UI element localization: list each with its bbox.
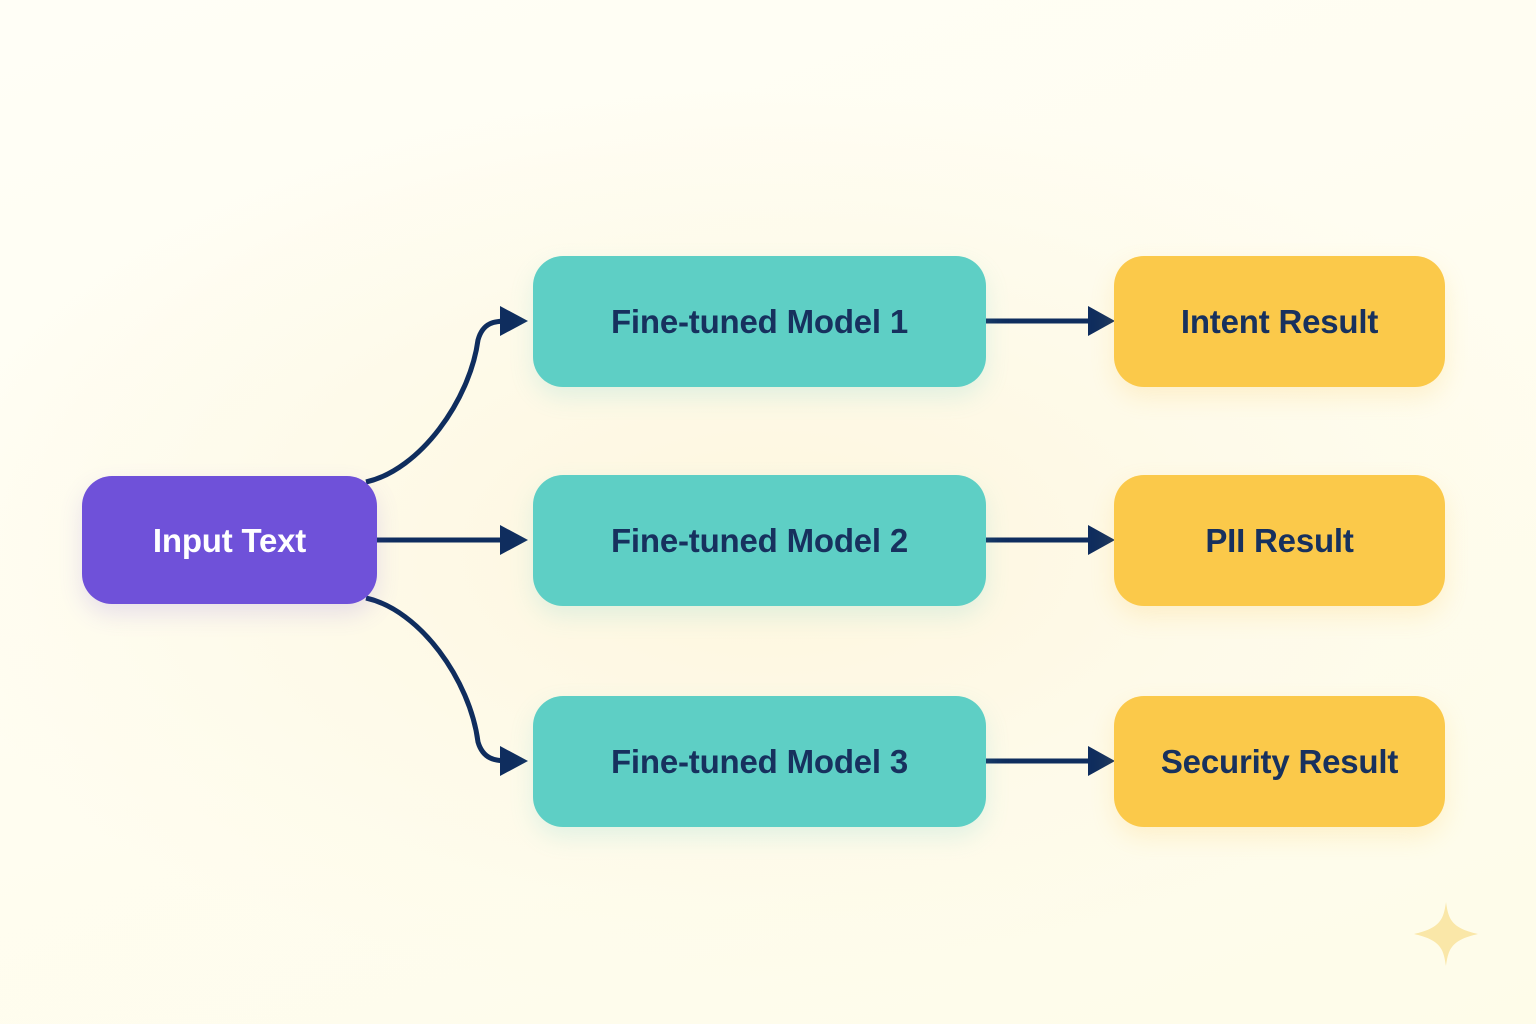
node-fine-tuned-model-2[interactable]: Fine-tuned Model 2	[533, 475, 986, 606]
arrow-head-icon	[500, 525, 528, 555]
edge-input-to-model-1	[365, 306, 528, 485]
edge-input-to-model-3	[365, 595, 528, 776]
arrow-head-icon	[500, 306, 528, 336]
node-fine-tuned-model-3[interactable]: Fine-tuned Model 3	[533, 696, 986, 827]
node-fine-tuned-model-3-label: Fine-tuned Model 3	[610, 743, 909, 780]
node-pii-result-label: PII Result	[1205, 522, 1354, 559]
edge-model-2-to-pii-result	[986, 525, 1115, 555]
edge-model-3-to-security-result	[986, 746, 1115, 776]
node-security-result-label: Security Result	[1160, 743, 1399, 780]
arrow-head-icon	[1088, 525, 1115, 555]
edge-model-1-to-intent-result	[986, 306, 1115, 336]
node-intent-result-label: Intent Result	[1180, 303, 1379, 340]
arrow-head-icon	[500, 746, 528, 776]
node-security-result[interactable]: Security Result	[1114, 696, 1445, 827]
node-intent-result[interactable]: Intent Result	[1114, 256, 1445, 387]
sparkle-icon	[1414, 902, 1478, 966]
node-input-text[interactable]: Input Text	[82, 476, 377, 604]
node-pii-result[interactable]: PII Result	[1114, 475, 1445, 606]
node-fine-tuned-model-2-label: Fine-tuned Model 2	[610, 522, 909, 559]
arrow-head-icon	[1088, 306, 1115, 336]
arrow-head-icon	[1088, 746, 1115, 776]
edge-input-to-model-2	[377, 525, 528, 555]
node-fine-tuned-model-1[interactable]: Fine-tuned Model 1	[533, 256, 986, 387]
node-fine-tuned-model-1-label: Fine-tuned Model 1	[610, 303, 909, 340]
node-input-text-label: Input Text	[152, 521, 307, 559]
